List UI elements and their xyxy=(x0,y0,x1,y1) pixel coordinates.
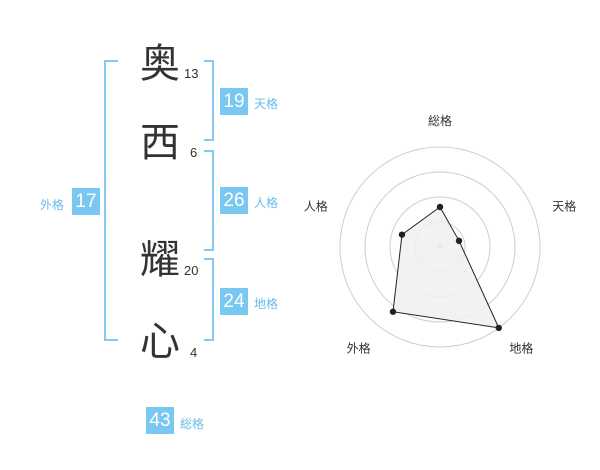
radar-point-4 xyxy=(389,308,397,315)
tenkaku-bracket xyxy=(204,60,214,141)
radar-axis-label: 人格 xyxy=(304,199,328,214)
radar-point-3 xyxy=(495,324,502,332)
stroke-count-1: 13 xyxy=(184,66,199,81)
jinkaku-bracket xyxy=(204,150,214,251)
radar-point-5 xyxy=(398,231,406,238)
gaikaku-label: 外格 xyxy=(40,198,65,212)
tenkaku-badge: 19 xyxy=(220,88,248,115)
radar-axis-label: 総格 xyxy=(428,113,452,128)
chikaku-label: 地格 xyxy=(254,297,279,311)
soukaku-label: 総格 xyxy=(180,417,205,431)
jinkaku-badge: 26 xyxy=(220,187,248,214)
radar-ring xyxy=(364,171,516,323)
stroke-count-4: 4 xyxy=(190,345,198,360)
name-char-2: 西 xyxy=(140,120,180,166)
stroke-count-3: 20 xyxy=(184,263,199,278)
name-char-4: 心 xyxy=(140,319,180,365)
gaikaku-badge: 17 xyxy=(72,188,100,215)
name-char-1: 奥 xyxy=(140,41,180,87)
jinkaku-label: 人格 xyxy=(254,196,279,210)
radar-axis-label: 地格 xyxy=(509,340,533,355)
radar-ring xyxy=(339,146,541,348)
tenkaku-label: 天格 xyxy=(254,97,279,111)
stroke-count-2: 6 xyxy=(190,145,198,160)
radar-point-2 xyxy=(455,237,463,245)
chikaku-badge: 24 xyxy=(220,288,248,315)
radar-axis-label: 外格 xyxy=(347,340,371,355)
name-char-3: 耀 xyxy=(140,237,180,283)
radar-point-1 xyxy=(436,203,444,211)
radar-axis-label: 天格 xyxy=(552,199,576,214)
gaikaku-bracket xyxy=(104,60,118,341)
radar-series-polygon xyxy=(392,206,500,329)
soukaku-badge: 43 xyxy=(146,407,174,434)
chikaku-bracket xyxy=(204,258,214,341)
